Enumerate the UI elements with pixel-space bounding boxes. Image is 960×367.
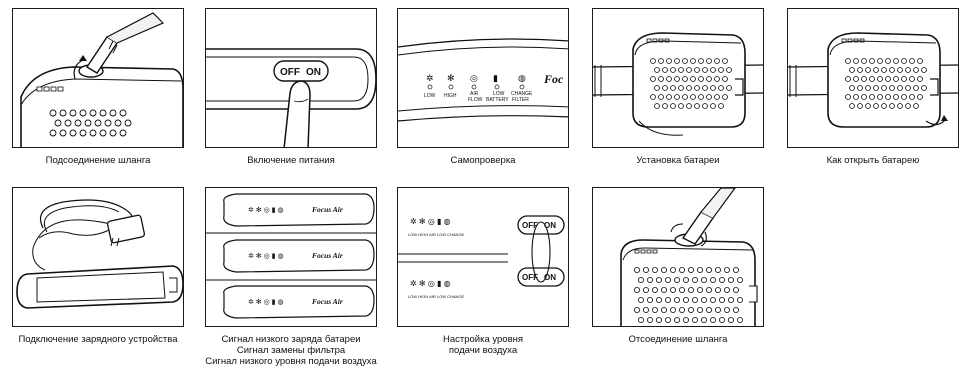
step-panel-signals: ✲ ✻ ◎ ▮ ◍ ✲ ✻ ◎ ▮ ◍ ✲ ✻ ◎ ▮ ◍ Focus Air …: [205, 187, 377, 327]
svg-text:✲ ✻ ◎ ▮ ◍: ✲ ✻ ◎ ▮ ◍: [410, 279, 451, 288]
hose-connect-illustration: [20, 12, 183, 147]
step-panel-airflow: ✲ ✻ ◎ ▮ ◍ ✲ ✻ ◎ ▮ ◍ LOW HIGH AIR LOW CHA…: [397, 187, 569, 327]
svg-text:✲ ✻ ◎ ▮ ◍: ✲ ✻ ◎ ▮ ◍: [248, 206, 284, 214]
self-test-illustration: ✲ ✻ ◎ ▮ ◍ LOW HIGH AIR FLOW LOW BATTERY …: [398, 38, 568, 122]
step-panel-charger: [12, 187, 184, 327]
airflow-illustration: ✲ ✻ ◎ ▮ ◍ ✲ ✻ ◎ ▮ ◍ LOW HIGH AIR LOW CHA…: [398, 215, 565, 299]
brand-label-2: Focus Air: [312, 251, 343, 260]
svg-text:✻: ✻: [447, 73, 455, 83]
step-caption-hose-connect: Подсоединение шланга: [45, 155, 151, 166]
indicator-battery-label-2: BATTERY: [486, 97, 509, 103]
signal-change-filter-caption: Сигнал замены фильтра: [236, 345, 346, 356]
step-panel-power-on: OFF ON: [205, 8, 377, 148]
airflow-switch-on-1: ON: [544, 221, 556, 230]
airflow-switch-off-2: OFF: [522, 273, 538, 282]
step-panel-open-battery: [787, 8, 959, 148]
brand-label-3: Focus Air: [312, 297, 343, 306]
switch-off-label: OFF: [280, 67, 300, 78]
svg-text:✲: ✲: [426, 73, 434, 83]
brand-label: Foc: [543, 72, 564, 86]
svg-text:▮: ▮: [493, 73, 498, 83]
step-caption-charger: Подключение зарядного устройства: [18, 334, 178, 345]
svg-text:◎: ◎: [470, 73, 478, 83]
step-caption-hose-disconnect: Отсоединение шланга: [628, 334, 728, 345]
power-on-illustration: OFF ON: [206, 48, 376, 147]
step-caption-airflow: Настройка уровня подачи воздуха: [388, 334, 578, 356]
indicator-airflow-label-2: FLOW: [468, 97, 483, 103]
charger-illustration: [16, 199, 183, 309]
signal-low-battery-caption: Сигнал низкого заряда батареи: [221, 334, 361, 345]
step-caption-battery-install: Установка батареи: [636, 155, 720, 166]
step-panel-hose-connect: [12, 8, 184, 148]
svg-text:✲ ✻ ◎ ▮ ◍: ✲ ✻ ◎ ▮ ◍: [410, 217, 451, 226]
indicator-low-label: LOW: [424, 93, 436, 99]
indicator-battery-label-1: LOW: [493, 91, 505, 97]
signals-illustration: ✲ ✻ ◎ ▮ ◍ ✲ ✻ ◎ ▮ ◍ ✲ ✻ ◎ ▮ ◍ Focus Air …: [206, 193, 376, 319]
hose-disconnect-illustration: [620, 188, 758, 326]
airflow-caption-line-1: Настройка уровня: [442, 334, 524, 345]
step-caption-self-test: Самопроверка: [450, 155, 516, 166]
airflow-switch-off-1: OFF: [522, 221, 538, 230]
brand-label-1: Focus Air: [312, 205, 343, 214]
svg-text:✲ ✻ ◎ ▮ ◍: ✲ ✻ ◎ ▮ ◍: [248, 298, 284, 306]
indicator-filter-label-1: CHANGE: [511, 91, 533, 97]
indicator-high-label: HIGH: [444, 93, 457, 99]
step-caption-open-battery: Как открыть батарею: [826, 155, 920, 166]
step-panel-battery-install: [592, 8, 764, 148]
signal-low-airflow-caption: Сигнал низкого уровня подачи воздуха: [205, 356, 377, 367]
step-caption-power-on: Включение питания: [247, 155, 335, 166]
step-panel-self-test: ✲ ✻ ◎ ▮ ◍ LOW HIGH AIR FLOW LOW BATTERY …: [397, 8, 569, 148]
svg-text:LOW HIGH AIR LOW CHANGE: LOW HIGH AIR LOW CHANGE: [408, 294, 465, 299]
svg-text:LOW HIGH AIR LOW CHANGE: LOW HIGH AIR LOW CHANGE: [408, 232, 465, 237]
airflow-caption-line-2: подачи воздуха: [448, 345, 518, 356]
open-battery-illustration: [788, 32, 958, 128]
svg-text:✲ ✻ ◎ ▮ ◍: ✲ ✻ ◎ ▮ ◍: [248, 252, 284, 260]
indicator-filter-label-2: FILTER: [512, 97, 529, 103]
step-panel-hose-disconnect: [592, 187, 764, 327]
indicator-airflow-label-1: AIR: [470, 91, 479, 97]
step-caption-signals: Сигнал низкого заряда батареи Сигнал зам…: [196, 334, 386, 367]
battery-install-illustration: [593, 32, 763, 136]
switch-on-label: ON: [306, 67, 321, 78]
airflow-switch-on-2: ON: [544, 273, 556, 282]
svg-text:◍: ◍: [518, 73, 526, 83]
